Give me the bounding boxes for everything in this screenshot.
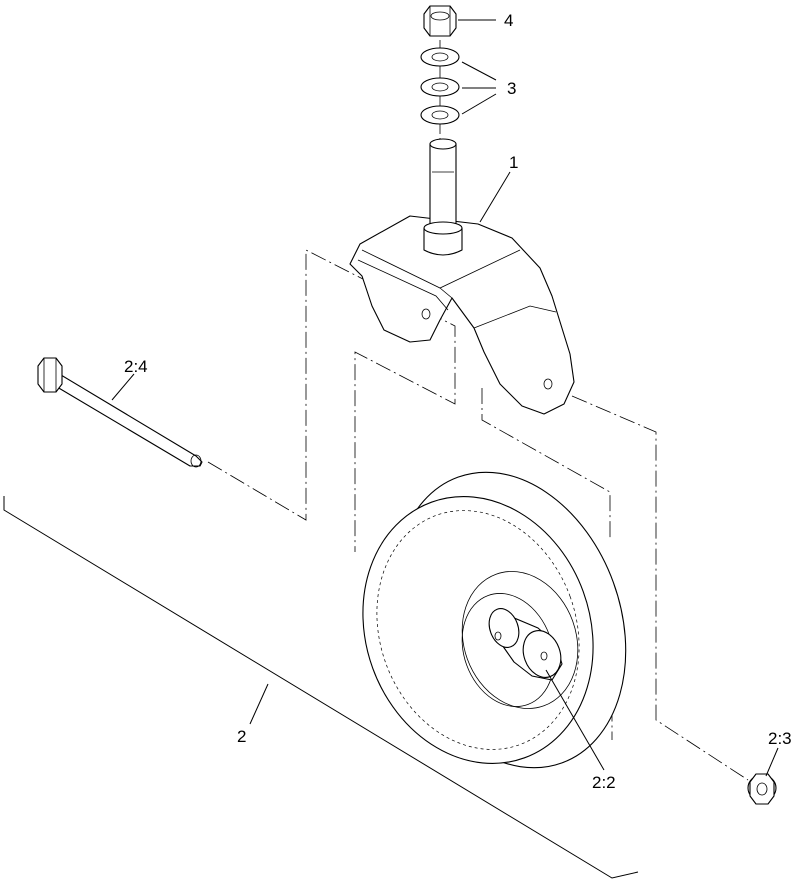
- lock-nut-part: [423, 5, 457, 37]
- assembly-bracket: [3, 496, 639, 879]
- callout-1: 1: [509, 153, 518, 172]
- callout-3: 3: [507, 79, 516, 98]
- wheel-tire-assembly-part: [362, 471, 627, 769]
- callout-2-2: 2:2: [592, 773, 616, 792]
- callout-2-4: 2:4: [124, 357, 148, 376]
- callout-2: 2: [237, 727, 246, 746]
- callout-2-3: 2:3: [768, 729, 792, 748]
- caster-fork-part: [349, 138, 575, 415]
- leader-lines: [111, 19, 779, 777]
- bolt-part: [37, 357, 203, 468]
- callout-4: 4: [504, 11, 513, 30]
- flange-nut-part: [747, 773, 777, 805]
- washers-part: [420, 47, 460, 125]
